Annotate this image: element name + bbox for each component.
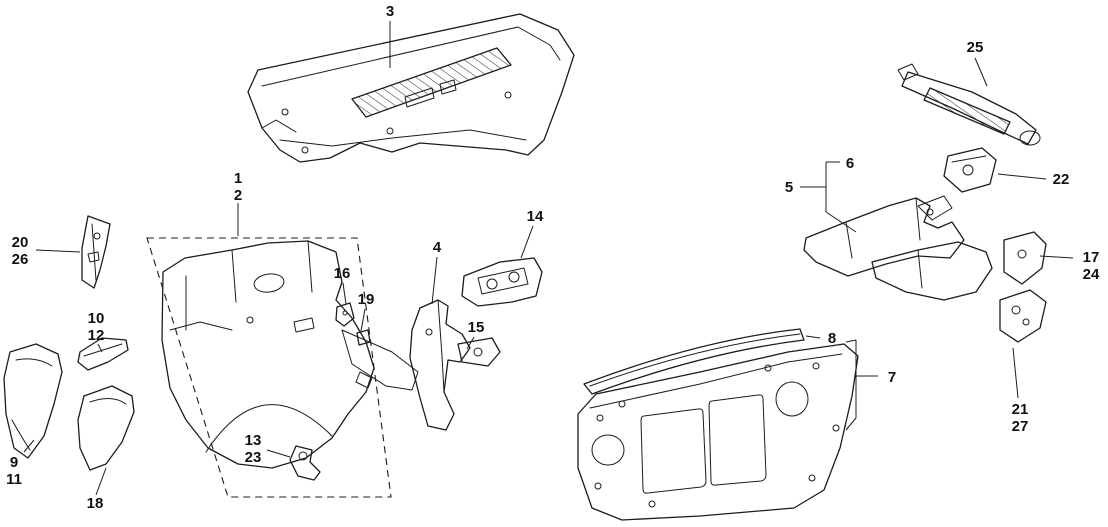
part-bracket-22 <box>943 147 997 193</box>
callout-1: 1 <box>234 170 242 187</box>
part-splash-shield-9-11 <box>3 343 63 459</box>
part-clip-19 <box>356 329 371 346</box>
part-front-bulkhead-panel-7 <box>577 343 859 521</box>
callout-22: 22 <box>1053 171 1070 188</box>
callout-9: 9 <box>10 454 18 471</box>
callout-13: 13 <box>245 432 262 449</box>
assembly-boundary-box <box>146 237 392 498</box>
part-bulkhead-wheelhouse-assembly <box>161 240 419 469</box>
part-stiffener-25 <box>897 63 1041 146</box>
callout-3: 3 <box>386 3 394 20</box>
part-front-side-frame-5-6 <box>803 195 993 301</box>
callout-4: 4 <box>433 239 442 256</box>
leader-lines <box>23 21 1074 496</box>
part-bracket-20-26 <box>81 215 111 289</box>
callout-26: 26 <box>12 251 29 268</box>
callout-23: 23 <box>245 449 262 466</box>
part-hook-bracket-13-23 <box>289 445 321 481</box>
callout-6: 6 <box>846 155 854 172</box>
part-bracket-15 <box>457 337 501 367</box>
callout-12: 12 <box>88 327 105 344</box>
callout-17: 17 <box>1083 249 1100 266</box>
callout-10: 10 <box>88 310 105 327</box>
callout-20: 20 <box>12 234 29 251</box>
callout-labels: 1 2 3 4 5 6 7 8 9 10 11 12 13 14 15 16 1… <box>6 3 1100 512</box>
callout-19: 19 <box>358 291 375 308</box>
part-front-upper-strip-8 <box>583 328 805 395</box>
part-bracket-17-24 <box>1003 231 1047 285</box>
part-bracket-21-27 <box>999 289 1047 343</box>
callout-5: 5 <box>785 179 793 196</box>
part-panel-14 <box>461 257 543 307</box>
callout-8: 8 <box>828 330 836 347</box>
callout-16: 16 <box>334 265 351 282</box>
callout-21: 21 <box>1012 401 1029 418</box>
callout-11: 11 <box>6 471 22 488</box>
part-bracket-16 <box>335 302 355 327</box>
callout-25: 25 <box>967 39 984 56</box>
part-shield-18 <box>77 385 135 471</box>
callout-27: 27 <box>1012 418 1029 435</box>
part-cowl-top-panel <box>247 13 575 163</box>
callout-24: 24 <box>1083 266 1100 283</box>
callout-2: 2 <box>234 187 242 204</box>
part-dashboard-side-panel <box>409 299 471 431</box>
callout-15: 15 <box>468 319 485 336</box>
callout-14: 14 <box>527 208 544 225</box>
callout-7: 7 <box>888 369 896 386</box>
callout-18: 18 <box>87 495 104 512</box>
part-gusset-10-12 <box>77 337 129 371</box>
